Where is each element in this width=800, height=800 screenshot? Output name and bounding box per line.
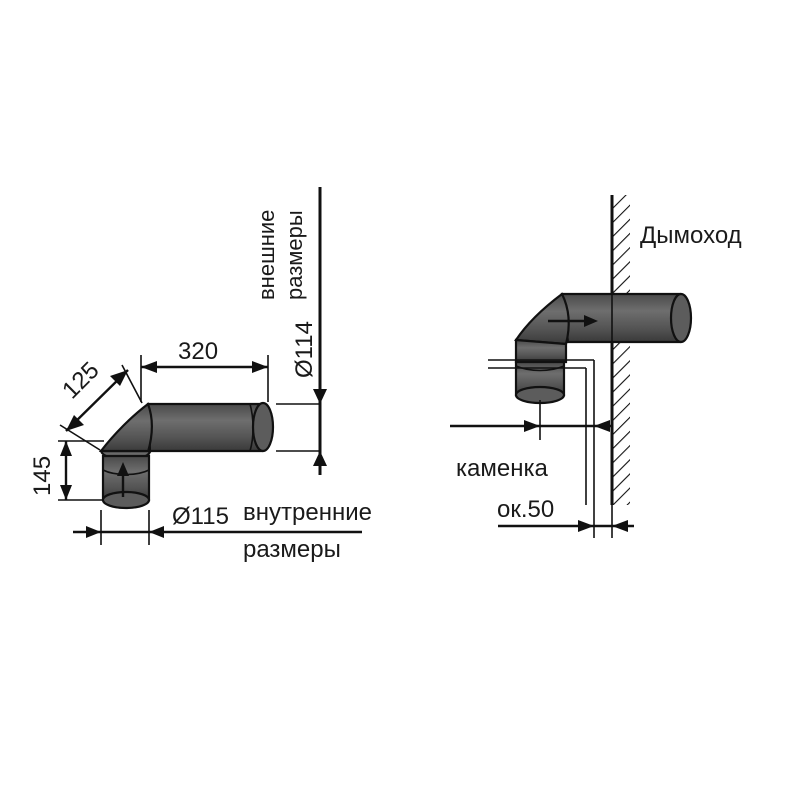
inner-diameter-dimension: Ø115 внутренние размеры — [73, 499, 372, 563]
inner-label-line1: внутренние — [243, 499, 372, 526]
gap-dimension: ок.50 — [497, 496, 634, 538]
left-elbow-pipe — [98, 401, 275, 510]
outer-diameter-dimension: Ø114 внешние размеры — [254, 187, 327, 475]
dim-height-label: 145 — [29, 456, 56, 496]
stove-dimension: каменка — [450, 400, 612, 482]
outer-label-line2: размеры — [282, 210, 307, 300]
outer-diameter-label: Ø114 — [291, 321, 318, 378]
dim-diagonal-label: 125 — [57, 357, 104, 404]
right-installation-drawing: Дымоход камен — [450, 195, 742, 538]
dim-length-label: 320 — [178, 338, 218, 365]
left-elbow-drawing: 320 125 145 Ø114 внешни — [29, 187, 372, 563]
right-elbow-pipe — [514, 292, 693, 405]
chimney-wall: Дымоход — [610, 195, 742, 505]
outer-label-line1: внешние — [254, 210, 279, 300]
dimension-145: 145 — [29, 440, 104, 501]
stove-label: каменка — [456, 455, 549, 482]
inner-diameter-label: Ø115 — [172, 503, 229, 530]
dimension-320: 320 — [140, 338, 269, 402]
stove-outlet-lines — [488, 359, 595, 505]
gap-label: ок.50 — [497, 496, 554, 523]
chimney-label: Дымоход — [640, 222, 742, 249]
inner-label-line2: размеры — [243, 536, 341, 563]
